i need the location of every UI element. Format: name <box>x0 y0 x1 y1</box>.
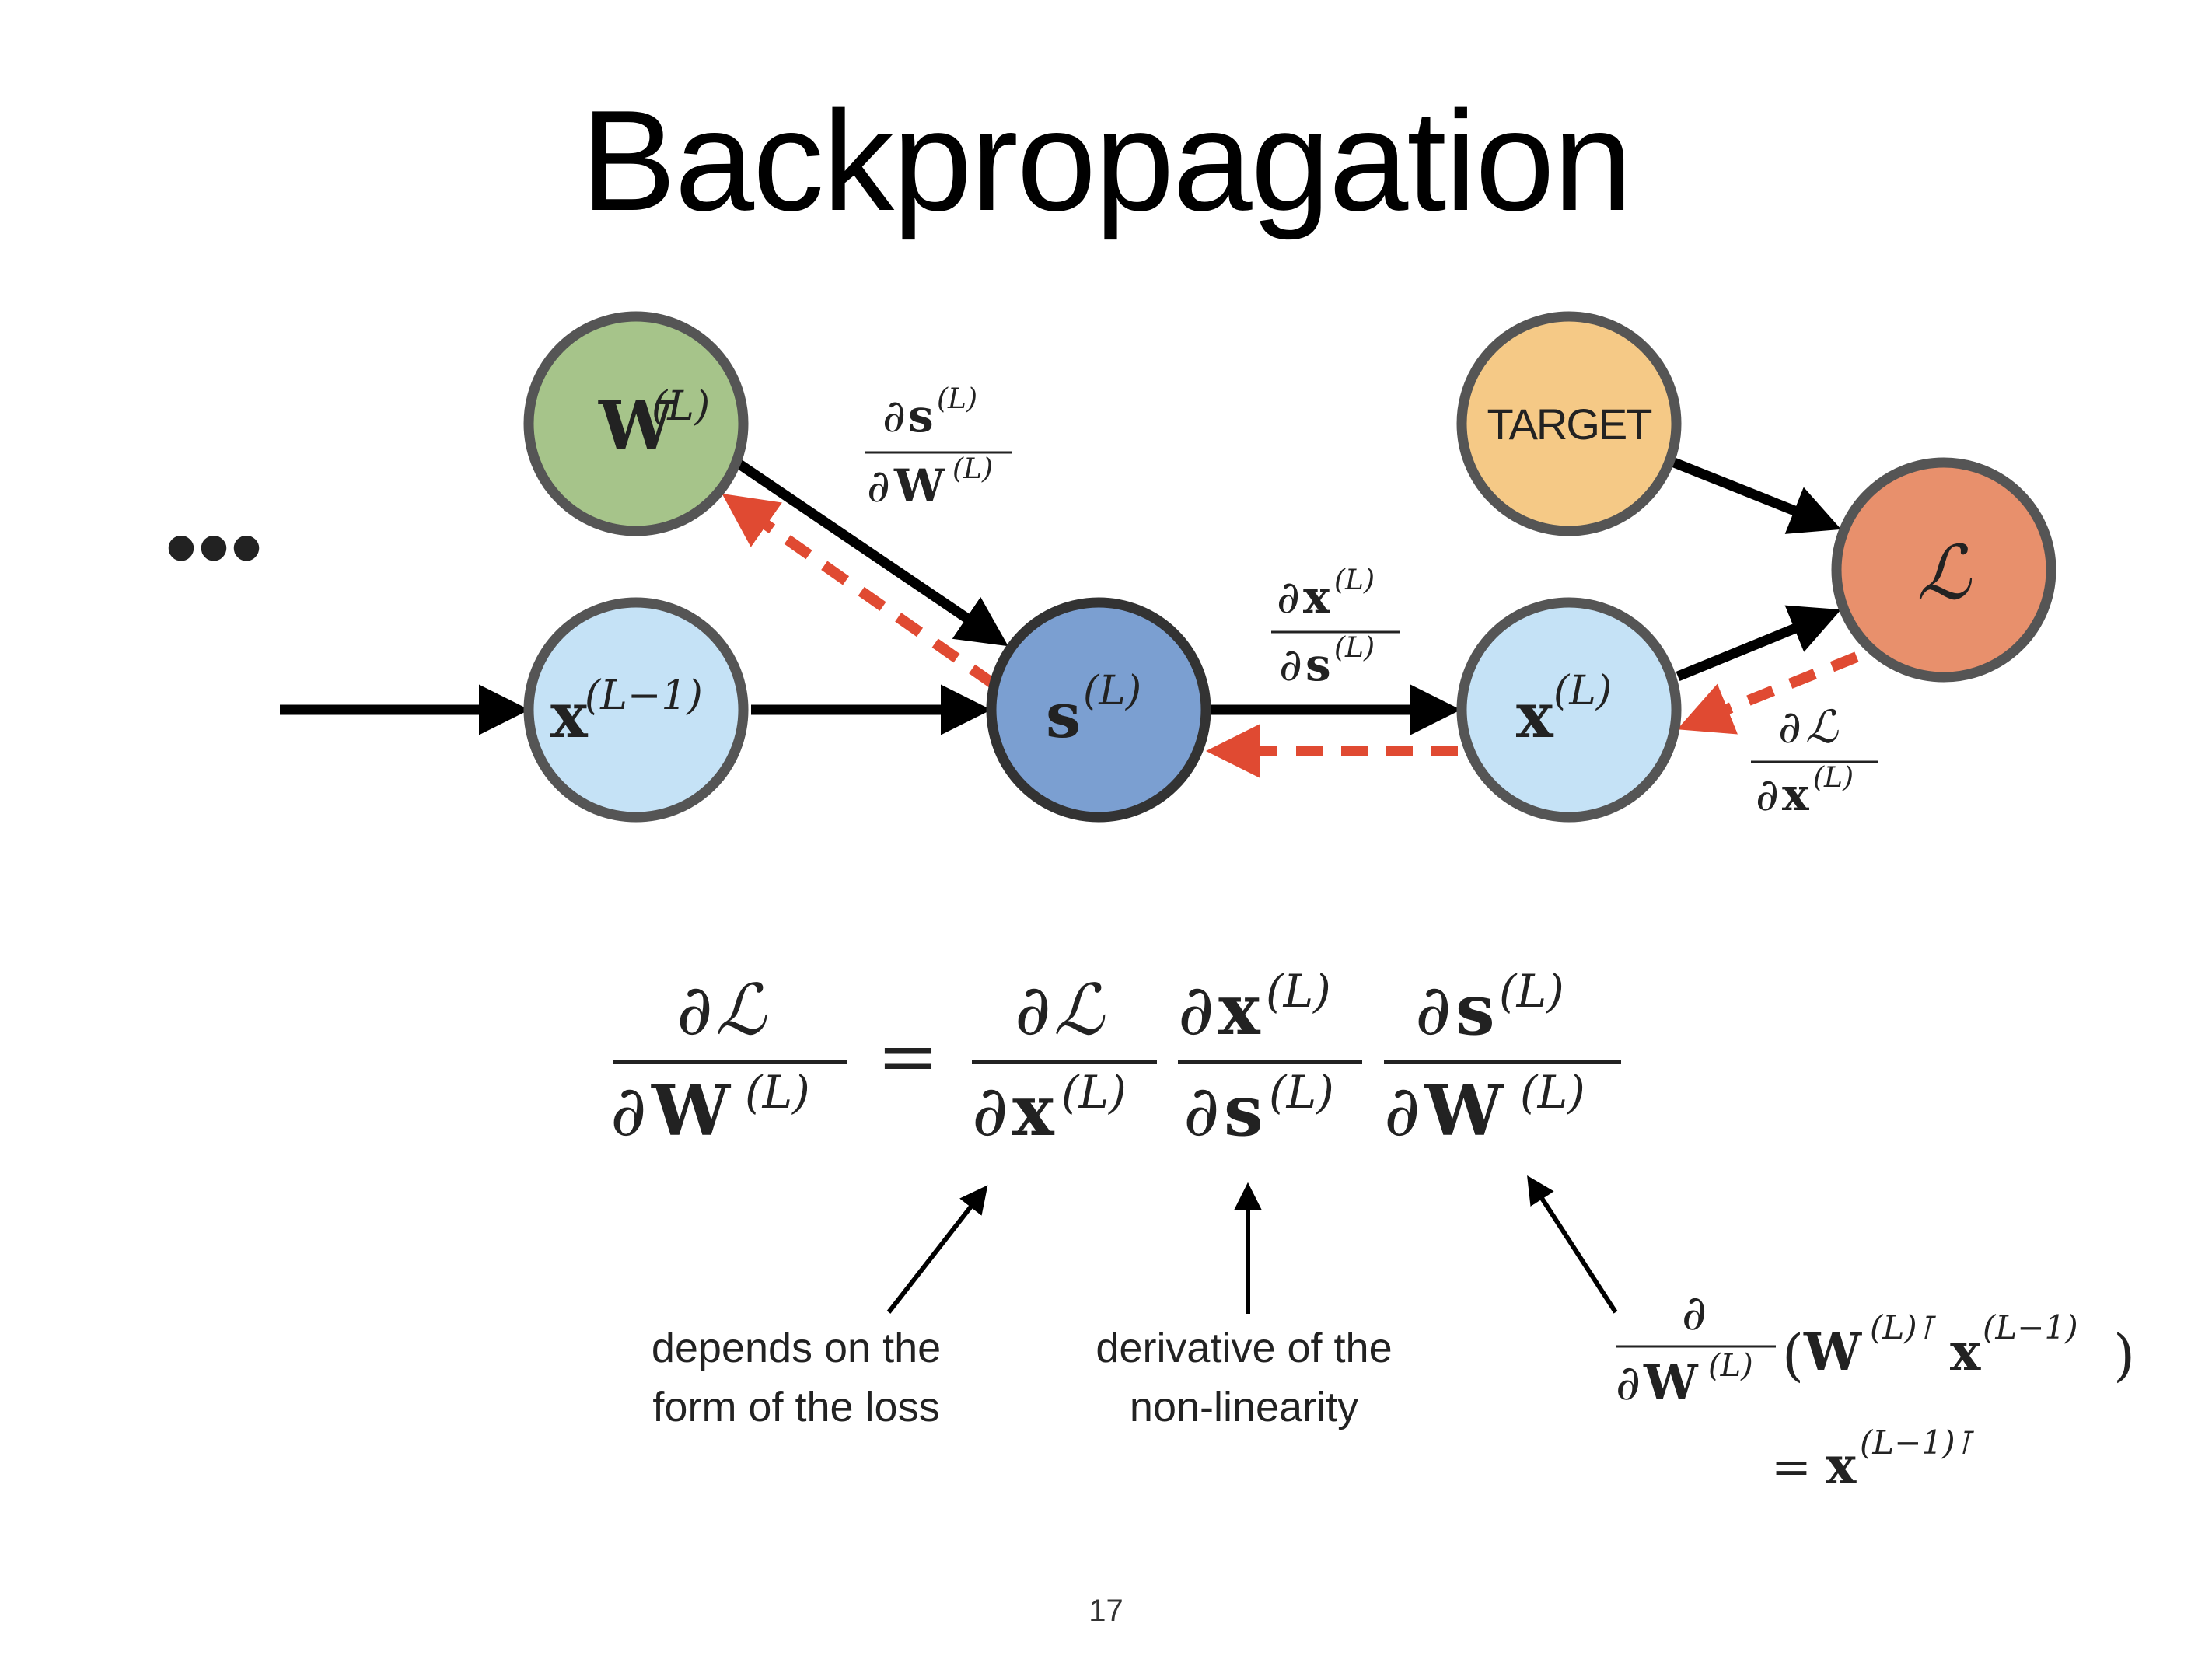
node-target-label: TARGET <box>1487 400 1652 449</box>
svg-text:(L): (L) <box>1520 1066 1585 1119</box>
svg-text:(L): (L) <box>1708 1348 1753 1384</box>
svg-text:(L): (L) <box>1266 965 1331 1018</box>
svg-text:∂: ∂ <box>1279 638 1302 691</box>
svg-text:∂: ∂ <box>1384 1070 1421 1152</box>
backward-arrow-s-to-w <box>722 493 998 689</box>
forward-arrow-target-to-loss <box>1672 457 1842 534</box>
svg-text:∂: ∂ <box>1616 1354 1641 1411</box>
node-output-symbol: x <box>1516 679 1554 752</box>
node-weight: W (L) <box>523 311 749 536</box>
svg-text:∂: ∂ <box>1415 969 1452 1051</box>
svg-text:∂: ∂ <box>1778 700 1801 753</box>
svg-text:W: W <box>1424 1070 1504 1152</box>
ellipsis-dots: ••• <box>165 495 263 599</box>
node-score: s (L) <box>986 597 1211 823</box>
svg-text:(L): (L) <box>1269 1066 1334 1119</box>
svg-text:∂: ∂ <box>610 1070 647 1152</box>
svg-text:x: x <box>1950 1322 1981 1382</box>
svg-text:=: = <box>877 1013 939 1100</box>
svg-text:(L): (L) <box>1499 965 1564 1018</box>
pointer-arrow-weight-term <box>1527 1175 1618 1314</box>
svg-text:∂: ∂ <box>1015 969 1051 1051</box>
svg-text:W: W <box>651 1070 732 1152</box>
svg-text:s: s <box>908 389 934 442</box>
svg-text:(L)⊺: (L)⊺ <box>1870 1308 1937 1346</box>
svg-text:x: x <box>1826 1435 1857 1496</box>
svg-text:∂: ∂ <box>1277 571 1300 623</box>
page-number: 17 <box>1089 1594 1123 1628</box>
svg-text:): ) <box>2113 1322 2135 1388</box>
svg-text:x: x <box>1303 571 1330 623</box>
svg-text:=: = <box>1771 1438 1812 1495</box>
svg-text:x: x <box>1012 1070 1055 1152</box>
caption-nonlinearity-line1: derivative of the <box>1096 1325 1392 1371</box>
node-score-symbol: s <box>1046 679 1081 752</box>
svg-text:∂: ∂ <box>867 459 890 512</box>
node-output-sup: (L) <box>1553 668 1612 714</box>
label-dL-dx: ∂ ℒ ∂ x (L) <box>1751 700 1878 821</box>
svg-text:(L): (L) <box>937 383 977 415</box>
node-input-symbol: x <box>550 679 589 752</box>
svg-text:x: x <box>1218 969 1261 1051</box>
caption-loss-form-line2: form of the loss <box>652 1384 939 1430</box>
node-target: TARGET <box>1456 311 1682 536</box>
node-weight-sup: (L) <box>652 383 710 430</box>
node-input: x (L−1) <box>523 597 749 823</box>
svg-text:∂: ∂ <box>1756 768 1779 821</box>
svg-text:(L): (L) <box>952 453 993 485</box>
svg-text:W: W <box>893 459 945 512</box>
svg-text:∂: ∂ <box>1178 969 1214 1051</box>
node-input-sup: (L−1) <box>585 672 703 719</box>
node-loss-symbol: ℒ <box>1917 529 1972 616</box>
svg-text:(L): (L) <box>745 1066 810 1119</box>
svg-text:∂: ∂ <box>972 1070 1008 1152</box>
svg-text:∂: ∂ <box>882 389 906 442</box>
svg-text:(L−1)⊺: (L−1)⊺ <box>1860 1423 1975 1462</box>
caption-nonlinearity-line2: non-linearity <box>1130 1384 1358 1430</box>
svg-text:(L): (L) <box>1813 762 1854 794</box>
svg-text:s: s <box>1455 969 1495 1051</box>
svg-text:(L): (L) <box>1334 564 1375 596</box>
forward-arrow-w-to-s <box>734 458 1008 647</box>
svg-text:x: x <box>1782 768 1809 821</box>
label-dx-ds: ∂ x (L) ∂ s (L) <box>1271 564 1400 691</box>
node-weight-symbol: W <box>598 387 675 466</box>
chain-rule-equation: ∂ ℒ ∂ W (L) = ∂ ℒ ∂ x (L) ∂ x (L) ∂ s (L… <box>610 965 1621 1152</box>
node-score-sup: (L) <box>1083 668 1141 714</box>
svg-text:(L): (L) <box>1061 1066 1127 1119</box>
caption-loss-form-line1: depends on the <box>652 1325 941 1371</box>
svg-text:∂: ∂ <box>676 969 713 1051</box>
svg-text:s: s <box>1224 1070 1263 1152</box>
backward-arrow-loss-to-x <box>1677 651 1859 735</box>
forward-arrow-x-to-loss <box>1676 605 1842 682</box>
page-title: Backpropagation <box>581 80 1633 240</box>
node-loss: ℒ <box>1831 457 2056 683</box>
label-ds-dW: ∂ s (L) ∂ W (L) <box>865 383 1012 512</box>
svg-text:s: s <box>1305 638 1331 691</box>
svg-text:W: W <box>1643 1354 1699 1411</box>
weight-derivative-expression: ∂ ∂ W (L) ( W (L)⊺ x (L−1) ) = x (L−1)⊺ <box>1616 1284 2135 1496</box>
svg-text:ℒ: ℒ <box>1054 969 1106 1051</box>
node-output: x (L) <box>1456 597 1682 823</box>
svg-text:ℒ: ℒ <box>715 969 767 1051</box>
svg-text:ℒ: ℒ <box>1805 700 1839 753</box>
pointer-arrow-loss-form <box>886 1185 988 1314</box>
svg-text:(L): (L) <box>1334 632 1375 664</box>
svg-text:∂: ∂ <box>1682 1284 1707 1341</box>
svg-text:(L−1): (L−1) <box>1983 1308 2078 1346</box>
svg-text:∂: ∂ <box>1183 1070 1220 1152</box>
svg-text:W: W <box>1803 1322 1862 1382</box>
svg-text:(: ( <box>1782 1322 1804 1388</box>
